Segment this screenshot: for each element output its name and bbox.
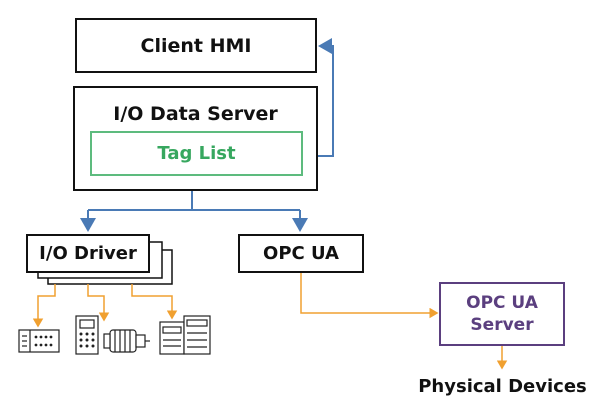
panel-icon [159, 315, 211, 355]
connector-driver-device-1 [32, 284, 56, 328]
client-hmi-box: Client HMI [75, 18, 317, 73]
io-data-server-label: I/O Data Server [113, 103, 278, 125]
opc-ua-label: OPC UA [263, 243, 339, 264]
tag-list-box: Tag List [90, 131, 303, 176]
client-hmi-label: Client HMI [140, 34, 252, 57]
connector-driver-device-3 [131, 284, 178, 320]
io-driver-box: I/O Driver [26, 234, 150, 273]
connector-driver-device-2 [87, 284, 110, 322]
connector-opc-to-server [300, 273, 439, 319]
connector-server-to-hmi [318, 38, 334, 157]
io-driver-label: I/O Driver [39, 243, 137, 264]
io-module-icon [18, 329, 60, 353]
physical-devices-label: Physical Devices [418, 376, 587, 397]
opc-ua-server-box: OPC UA Server [439, 282, 565, 346]
controller-icon [75, 315, 99, 355]
motor-icon [103, 329, 150, 353]
opc-ua-server-label: OPC UA Server [466, 293, 538, 335]
tag-list-label: Tag List [157, 143, 236, 164]
io-data-server-box: I/O Data Server Tag List [73, 86, 318, 191]
opc-ua-box: OPC UA [238, 234, 364, 273]
